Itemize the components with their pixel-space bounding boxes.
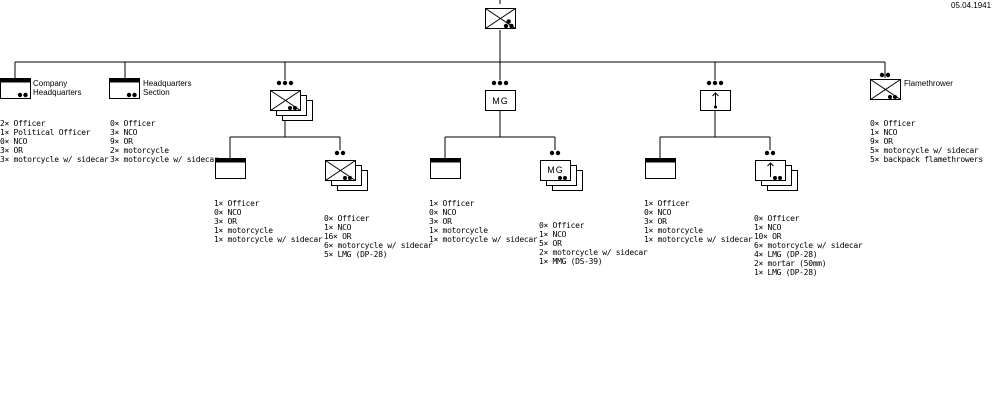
hq-section-symbol: [109, 78, 140, 99]
flamethrower-symbol: [870, 72, 901, 100]
platoon-3-hq-symbol: [645, 158, 676, 179]
company-hq-symbol: [0, 78, 31, 99]
platoon-3-squads-symbol: [755, 150, 798, 191]
platoon-1-hq-symbol: [215, 158, 246, 179]
flamethrower-label: Flamethrower: [904, 79, 953, 88]
platoon-2-squads-mg-label: MG: [547, 165, 564, 175]
platoon-1-squads-symbol: [325, 150, 368, 191]
date-label: 05.04.1941: [951, 1, 992, 10]
company-symbol: [485, 8, 516, 29]
platoon-2-hq-symbol: [430, 158, 461, 179]
platoon-2-mg-label: MG: [492, 96, 509, 106]
platoon-3-symbol: [700, 80, 731, 111]
platoon-2-symbol: MG: [485, 80, 516, 111]
platoon-2-squads-symbol: MG: [540, 150, 583, 191]
platoon-1-symbol: [270, 80, 313, 121]
